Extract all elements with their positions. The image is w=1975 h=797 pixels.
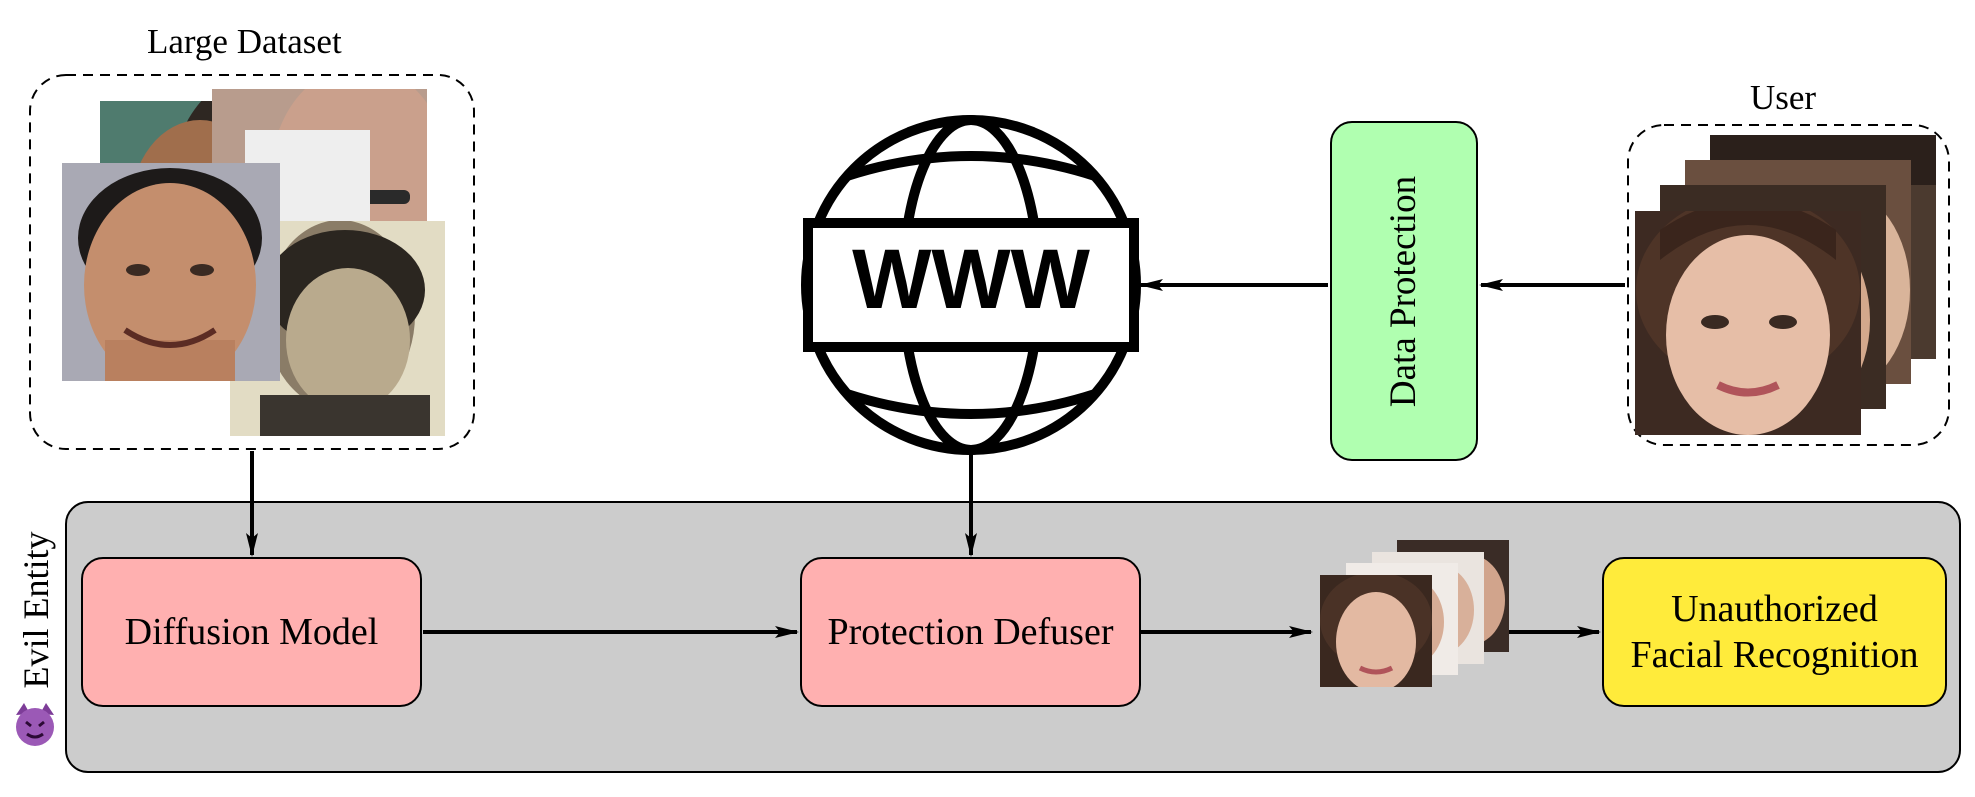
www-label: WWW xyxy=(852,232,1091,326)
data-protection-label: Data Protection xyxy=(1383,175,1425,407)
data-protection-box: Data Protection xyxy=(1330,121,1478,461)
globe-icon xyxy=(801,115,1141,455)
diffusion-model-label: Diffusion Model xyxy=(124,611,379,653)
dataset-group-border xyxy=(29,74,475,450)
evil-entity-label: Evil Entity xyxy=(16,531,56,689)
dataset-title: Large Dataset xyxy=(147,22,342,61)
recognized-face-photo-4 xyxy=(1320,575,1432,687)
unauthorized-line-1: Unauthorized xyxy=(1671,587,1878,630)
unauthorized-line-2: Facial Recognition xyxy=(1630,634,1919,676)
user-group-border xyxy=(1627,124,1950,446)
devil-icon xyxy=(16,703,54,746)
user-face-photo-4 xyxy=(1635,211,1861,435)
diffusion-model-box: Diffusion Model xyxy=(81,557,422,707)
protection-defuser-label: Protection Defuser xyxy=(827,611,1114,653)
unauthorized-recognition-box: Unauthorized Facial Recognition xyxy=(1602,557,1947,707)
protection-defuser-box: Protection Defuser xyxy=(800,557,1141,707)
dataset-face-photo-3 xyxy=(230,221,445,436)
dataset-face-photo-4 xyxy=(62,163,280,381)
user-title: User xyxy=(1750,78,1817,117)
